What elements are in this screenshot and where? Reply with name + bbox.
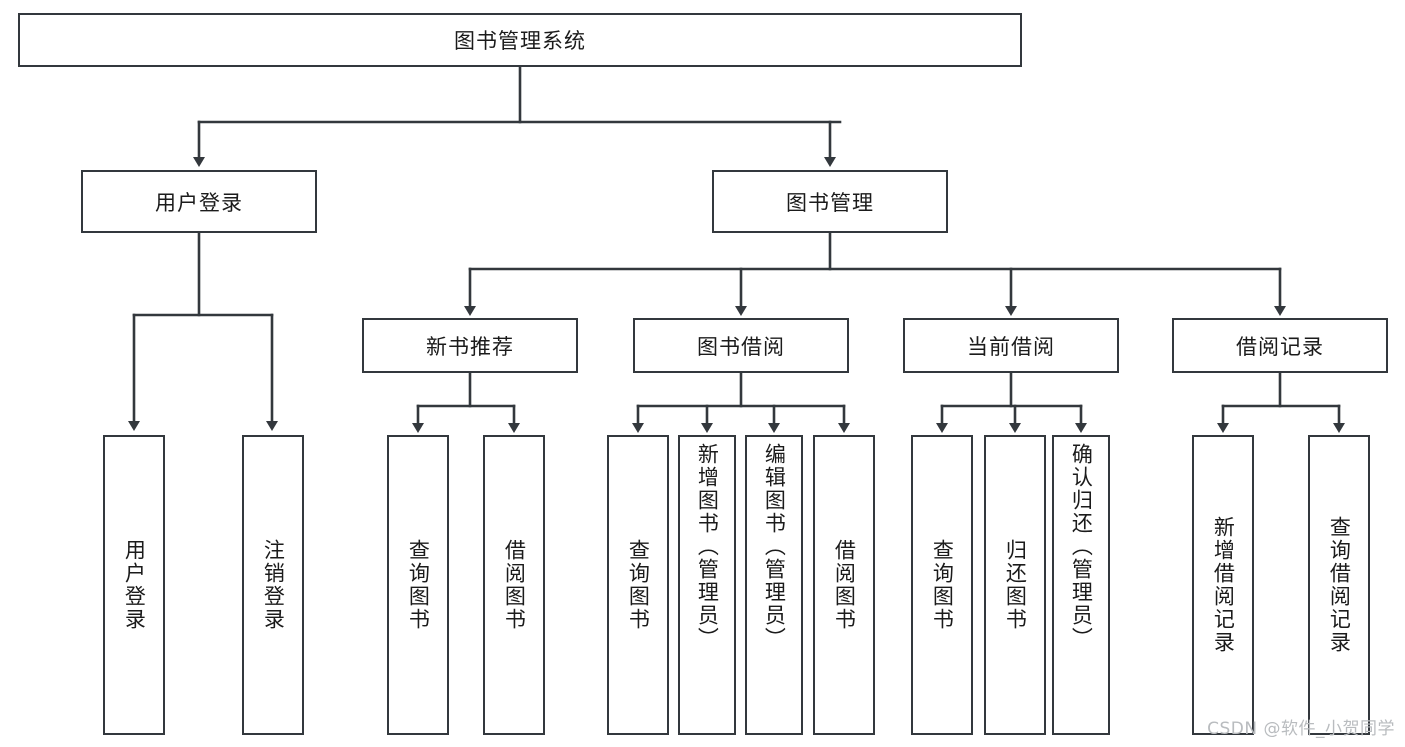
node-level3-新书推荐[interactable]: 新书推荐 — [362, 318, 578, 373]
watermark: CSDN @软件_小贺同学 — [1207, 719, 1395, 739]
node-label: 归还图书 — [1003, 539, 1028, 631]
edge-group-book-manage — [464, 231, 1286, 316]
node-label: 用户登录 — [155, 190, 243, 215]
node-level3-图书借阅[interactable]: 图书借阅 — [633, 318, 849, 373]
node-leaf-查询图书[interactable]: 查询图书 — [607, 435, 669, 735]
edge-group-borrow-record — [1217, 371, 1345, 433]
node-label: 借阅记录 — [1236, 334, 1324, 359]
node-label: 新增借阅记录 — [1211, 516, 1236, 654]
node-leaf-归还图书[interactable]: 归还图书 — [984, 435, 1046, 735]
node-leaf-查询图书[interactable]: 查询图书 — [387, 435, 449, 735]
node-label: 图书借阅 — [697, 334, 785, 359]
node-leaf-用户登录[interactable]: 用户登录 — [103, 435, 165, 735]
node-label: 用户登录 — [122, 539, 147, 631]
node-leaf-新增借阅记录[interactable]: 新增借阅记录 — [1192, 435, 1254, 735]
node-leaf-确认归还管理员[interactable]: 确认归还（管理员） — [1052, 435, 1110, 735]
node-label: 查询图书 — [626, 539, 651, 631]
node-leaf-借阅图书[interactable]: 借阅图书 — [813, 435, 875, 735]
node-leaf-查询图书[interactable]: 查询图书 — [911, 435, 973, 735]
node-leaf-注销登录[interactable]: 注销登录 — [242, 435, 304, 735]
node-label: 当前借阅 — [967, 334, 1055, 359]
node-label: 新书推荐 — [426, 334, 514, 359]
node-label: 确认归还（管理员） — [1069, 443, 1094, 650]
node-leaf-借阅图书[interactable]: 借阅图书 — [483, 435, 545, 735]
node-label: 编辑图书（管理员） — [762, 443, 787, 650]
node-label: 借阅图书 — [502, 539, 527, 631]
node-label: 图书管理 — [786, 190, 874, 215]
node-label: 查询图书 — [406, 539, 431, 631]
node-leaf-查询借阅记录[interactable]: 查询借阅记录 — [1308, 435, 1370, 735]
node-leaf-编辑图书管理员[interactable]: 编辑图书（管理员） — [745, 435, 803, 735]
node-label: 查询借阅记录 — [1327, 516, 1352, 654]
node-level2-用户登录[interactable]: 用户登录 — [81, 170, 317, 233]
node-root[interactable]: 图书管理系统 — [18, 13, 1022, 67]
node-label: 新增图书（管理员） — [695, 443, 720, 650]
node-level2-图书管理[interactable]: 图书管理 — [712, 170, 948, 233]
node-label: 查询图书 — [930, 539, 955, 631]
edge-group-root — [193, 65, 842, 167]
edge-group-current-borrow — [936, 371, 1087, 433]
node-level3-借阅记录[interactable]: 借阅记录 — [1172, 318, 1388, 373]
node-level3-当前借阅[interactable]: 当前借阅 — [903, 318, 1119, 373]
edge-group-user-login — [128, 231, 278, 431]
node-root-label: 图书管理系统 — [454, 29, 586, 53]
node-leaf-新增图书管理员[interactable]: 新增图书（管理员） — [678, 435, 736, 735]
node-label: 借阅图书 — [832, 539, 857, 631]
edge-group-new-books — [412, 371, 520, 433]
node-label: 注销登录 — [261, 539, 286, 631]
edge-group-borrow — [632, 371, 850, 433]
